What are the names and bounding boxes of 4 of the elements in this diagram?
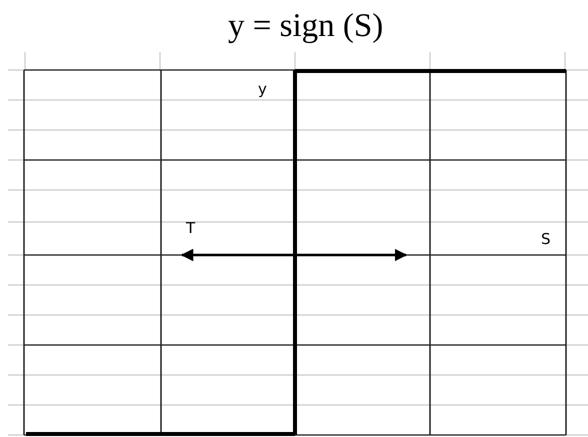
- axis-label: T: [186, 221, 196, 236]
- axis-label: y: [258, 82, 267, 97]
- axis-label: S: [541, 232, 551, 247]
- chart-title: y = sign (S): [228, 10, 384, 43]
